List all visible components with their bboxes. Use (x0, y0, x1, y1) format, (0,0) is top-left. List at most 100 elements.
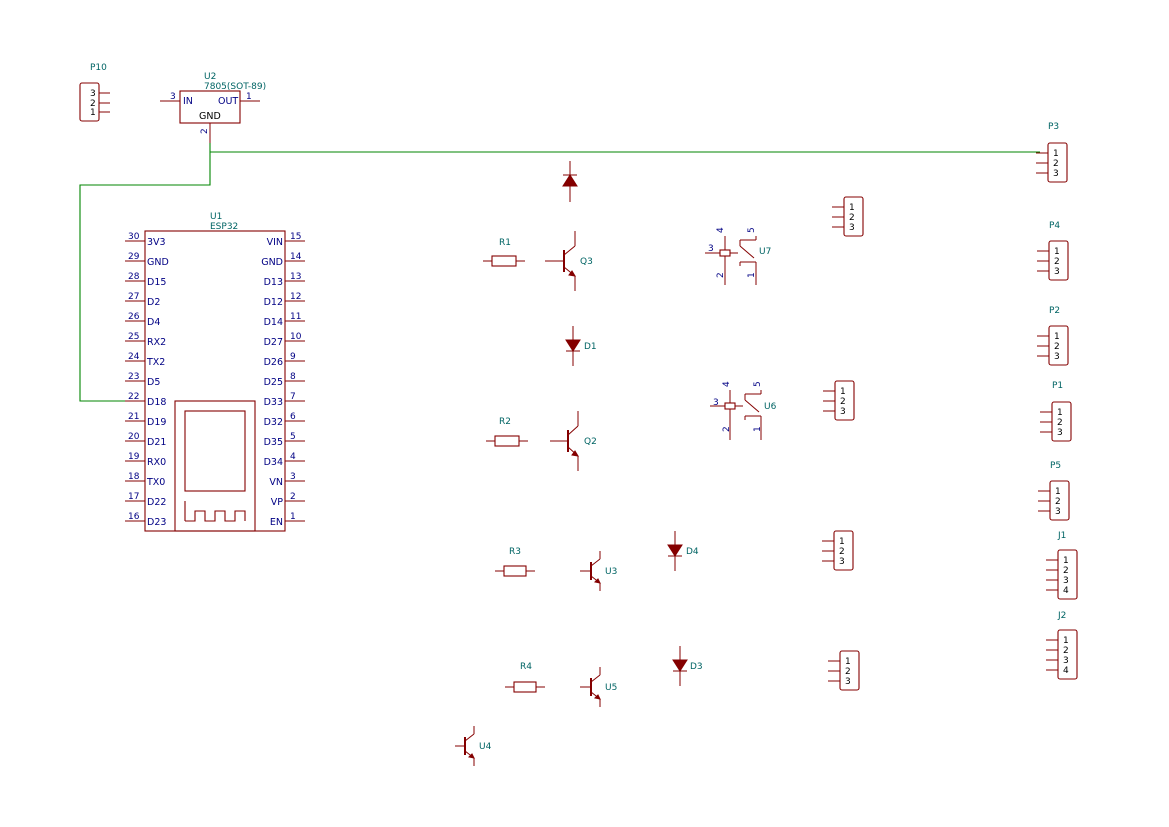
u1-pin-name: D15 (147, 277, 166, 288)
connector-pin-label: 2 (1053, 159, 1059, 169)
transistor-q2[interactable]: Q2 (550, 411, 597, 471)
u1-pin-name: D33 (264, 397, 283, 408)
connector-c_a[interactable]: 123 (832, 196, 864, 237)
u1-pin-number: 26 (128, 312, 140, 322)
u1-pin-number: 5 (290, 432, 296, 442)
switch-u7[interactable]: 4 5 3 2 1 U7 (705, 227, 771, 285)
r1-ref: R1 (499, 238, 511, 248)
u6-pin-label: 1 (753, 426, 763, 432)
resistor-r2[interactable]: R2 (486, 417, 528, 447)
u1-pin-right[interactable]: 2VP (271, 492, 305, 508)
connector-pin-label: 1 (845, 657, 851, 667)
u1-pin-number: 4 (290, 452, 296, 462)
u3-ref: U3 (605, 567, 617, 577)
u2-in-label: IN (183, 96, 193, 107)
u1-pin-number: 9 (290, 352, 296, 362)
u1-pin-name: D21 (147, 437, 166, 448)
u7-pin-label: 3 (708, 244, 714, 254)
u2-gnd-label: GND (199, 111, 221, 122)
connector-pin-label: 4 (1063, 586, 1069, 596)
u2-pin-gnd-number: 2 (200, 128, 210, 134)
diode-d1[interactable]: D1 (565, 326, 597, 366)
r2-ref: R2 (499, 417, 511, 427)
resistor-r1[interactable]: R1 (483, 238, 525, 267)
connector-pin-label: 3 (845, 677, 851, 687)
u6-pin-label: 2 (722, 426, 732, 432)
u1-pin-right[interactable]: 3VN (269, 472, 305, 488)
u1-pin-number: 16 (128, 512, 140, 522)
connector-c_c[interactable]: 123 (822, 530, 854, 571)
u1-pin-number: 28 (128, 272, 140, 282)
u1-pin-name: GND (147, 257, 169, 268)
switch-u6[interactable]: 4 5 3 2 1 U6 (710, 381, 777, 440)
diode-d3[interactable]: D3 (672, 646, 703, 686)
u1-pin-name: D26 (264, 357, 283, 368)
connector-c_b[interactable]: 123 (823, 380, 855, 421)
u1-pin-name: D13 (264, 277, 283, 288)
transistor-u5[interactable]: U5 (580, 667, 617, 707)
u1-pin-number: 12 (290, 292, 301, 302)
connector-ref: P2 (1049, 306, 1060, 316)
u1-pin-number: 14 (290, 252, 302, 262)
net-wire[interactable] (79, 143, 1040, 402)
transistor-u3[interactable]: U3 (580, 551, 617, 591)
connector-pin-label: 2 (1055, 497, 1061, 507)
u1-pin-name: D14 (264, 317, 283, 328)
resistor-r3[interactable]: R3 (495, 547, 535, 577)
connector-ref: P4 (1049, 221, 1060, 231)
u1-pin-name: TX2 (146, 357, 165, 368)
u1-pin-name: D2 (147, 297, 160, 308)
connector-p10[interactable]: P10 3 2 1 (79, 63, 110, 122)
u1-pin-number: 22 (128, 392, 139, 402)
p10-ref: P10 (90, 63, 107, 73)
u1-pin-name: D34 (264, 457, 283, 468)
connector-c_d[interactable]: 123 (828, 650, 860, 691)
diode-top[interactable] (562, 161, 578, 202)
u1-pin-name: D5 (147, 377, 160, 388)
transistor-q3[interactable]: Q3 (545, 231, 593, 291)
diode-d4[interactable]: D4 (667, 531, 699, 571)
transistor-u4[interactable]: U4 (455, 726, 492, 766)
p10-pin-label: 2 (90, 99, 96, 109)
u1-pin-right[interactable]: 1EN (270, 512, 305, 528)
regulator-u2[interactable]: U2 7805(SOT-89) 3 1 2 IN OUT GND (160, 72, 266, 143)
resistor-r4[interactable]: R4 (505, 662, 545, 693)
u1-pin-name: VIN (267, 237, 283, 248)
p10-pin-label: 1 (90, 108, 96, 118)
